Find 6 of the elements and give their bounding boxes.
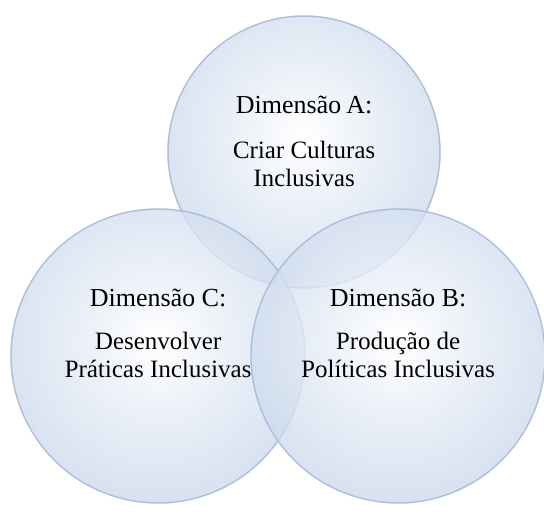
circle-heading: Dimensão C: bbox=[88, 284, 228, 312]
circle-heading: Dimensão B: bbox=[328, 284, 468, 312]
circle-text: Desenvolver Práticas Inclusivas bbox=[64, 328, 252, 384]
circle-text: Criar Culturas Inclusivas bbox=[232, 137, 376, 193]
circle-text: Produção de Políticas Inclusivas bbox=[300, 328, 496, 384]
circle-heading: Dimensão A: bbox=[234, 91, 374, 119]
